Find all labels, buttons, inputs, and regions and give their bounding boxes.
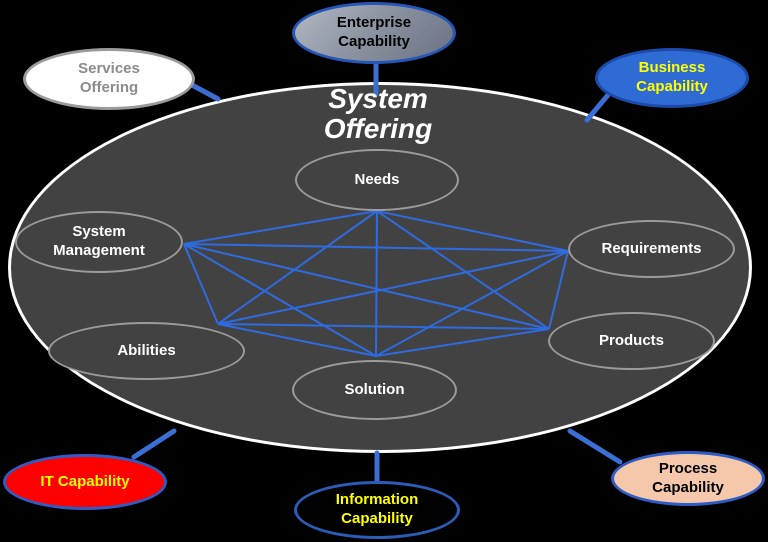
node-information-capability-label: Information Capability <box>335 491 419 527</box>
node-services-offering: Services Offering <box>23 48 195 110</box>
node-system-management-label: System Management <box>53 223 145 259</box>
node-solution-label: Solution <box>344 380 405 398</box>
node-process-capability-label: Process Capability <box>652 459 724 496</box>
node-needs-label: Needs <box>354 170 400 188</box>
node-services-offering-label: Services Offering <box>78 60 140 96</box>
connector-line <box>567 428 623 465</box>
node-requirements: Requirements <box>568 220 735 278</box>
diagram-title: System Offering <box>323 83 433 144</box>
node-requirements-label: Requirements <box>601 239 702 257</box>
node-enterprise-capability: Enterprise Capability <box>292 2 456 64</box>
node-system-management: System Management <box>15 211 183 273</box>
node-business-capability-label: Business Capability <box>636 59 708 95</box>
node-business-capability: Business Capability <box>595 48 749 108</box>
connector-line <box>131 428 177 460</box>
node-process-capability: Process Capability <box>611 451 765 506</box>
node-it-capability-label: IT Capability <box>40 472 130 490</box>
node-information-capability: Information Capability <box>294 481 460 539</box>
node-enterprise-capability-label: Enterprise Capability <box>336 14 412 50</box>
node-solution: Solution <box>292 360 457 420</box>
node-abilities: Abilities <box>48 322 245 380</box>
node-products: Products <box>548 312 715 370</box>
node-needs: Needs <box>295 149 459 211</box>
node-abilities-label: Abilities <box>117 341 176 359</box>
node-products-label: Products <box>598 331 664 349</box>
node-it-capability: IT Capability <box>3 454 167 510</box>
connector-line <box>189 82 221 102</box>
